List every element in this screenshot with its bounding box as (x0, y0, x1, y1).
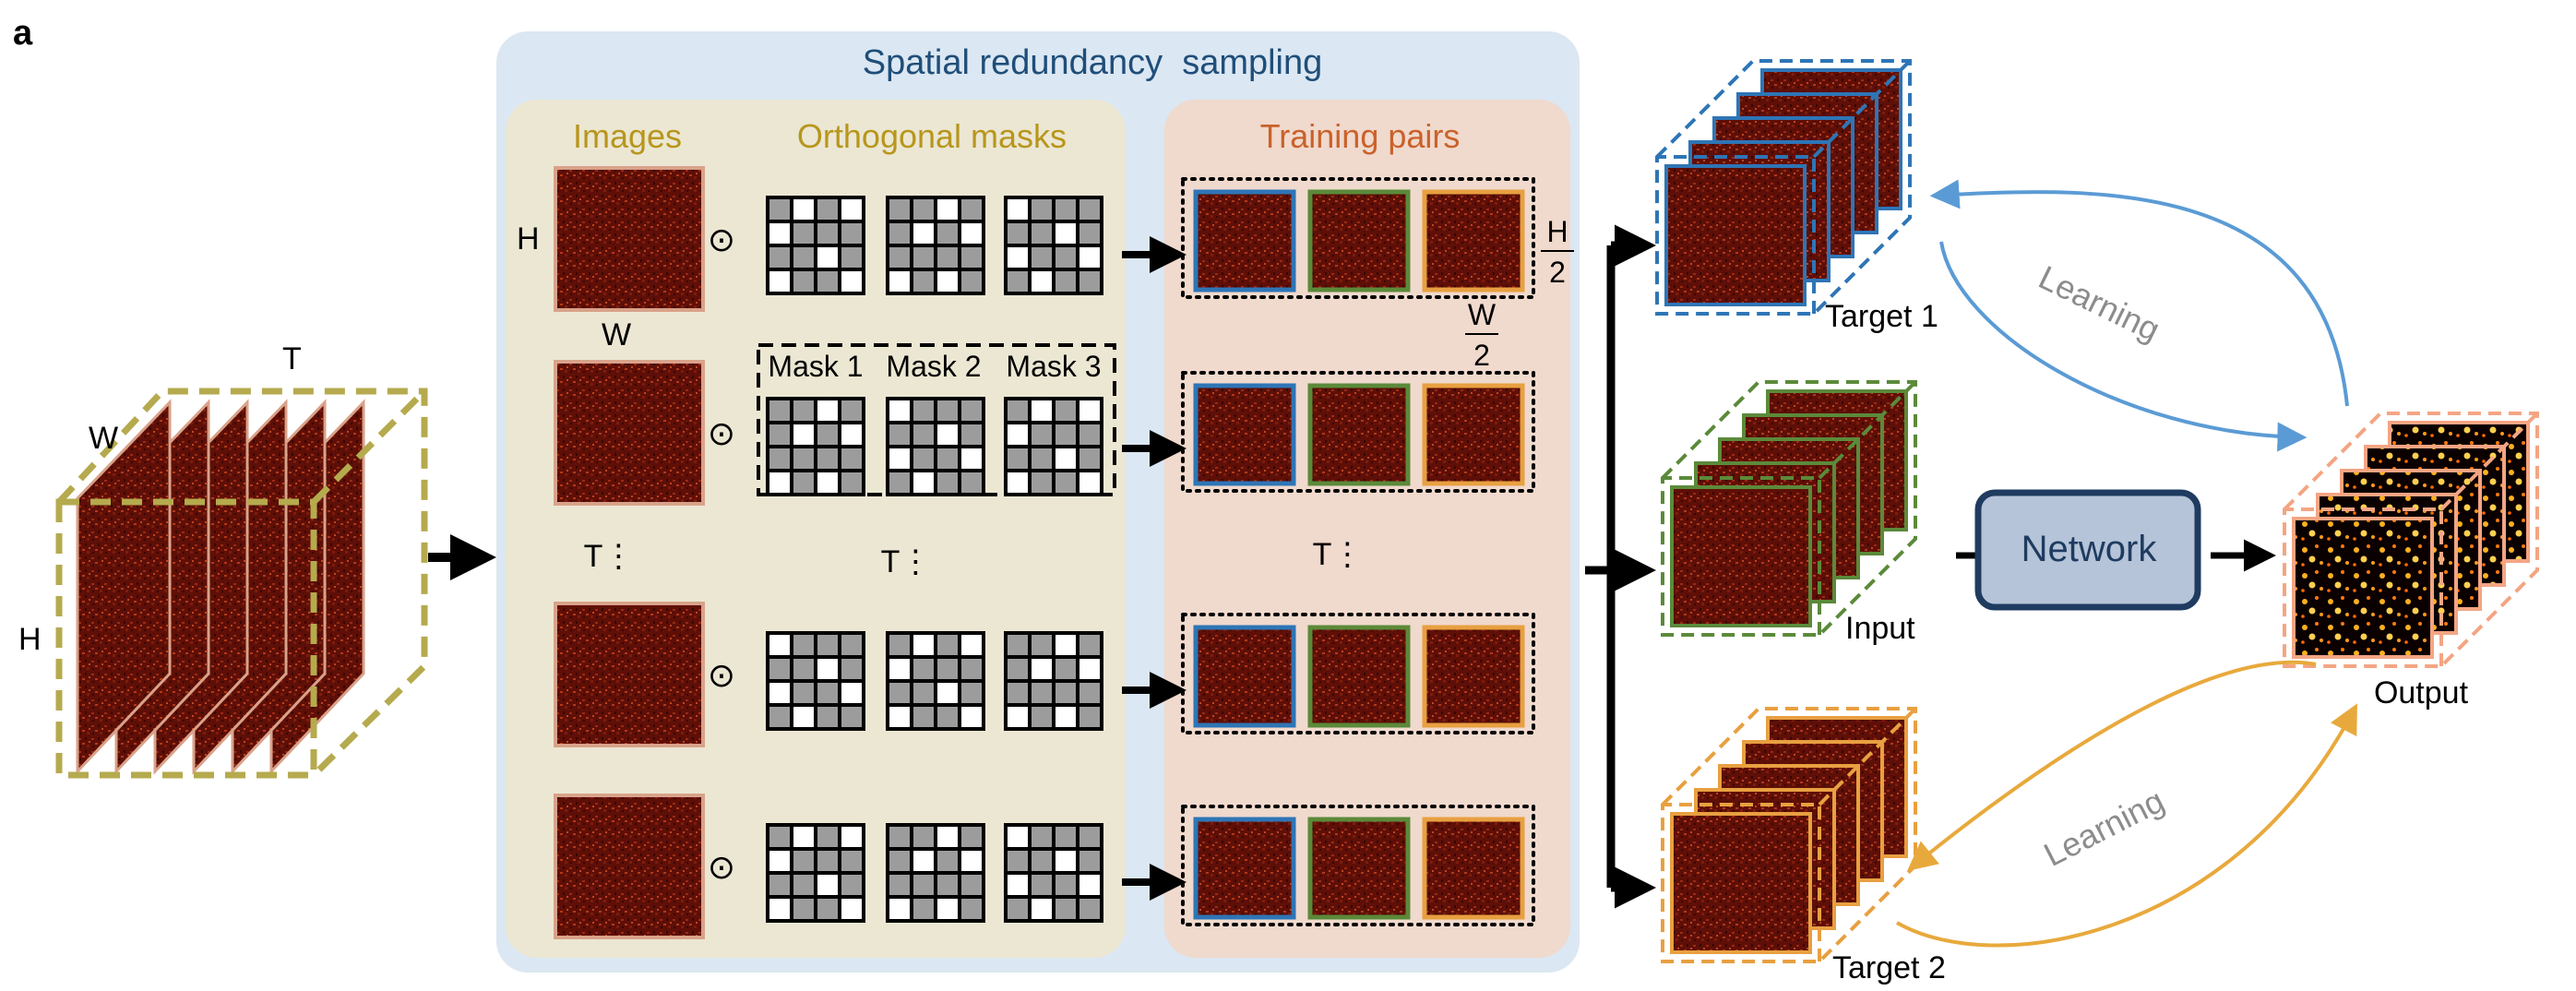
sampling-row: ⊙ (554, 360, 1535, 506)
image-frame (554, 166, 705, 312)
sampling-row: ⊙ (554, 166, 1535, 312)
learning-arc-to-target-1 (1929, 179, 2349, 407)
stack-slice (2292, 517, 2434, 659)
half-w-denominator: 2 (1473, 339, 1490, 372)
input-slice (76, 399, 172, 775)
target-2-stack (1661, 707, 1917, 963)
sub-image (1307, 625, 1411, 728)
panel-label: a (13, 14, 33, 53)
pairs-ellipsis: T⋮ (1313, 537, 1364, 572)
half-w-numerator: W (1468, 298, 1497, 331)
sub-image (1193, 189, 1296, 293)
target-1-stack (1655, 59, 1912, 316)
input-stack: W T H (18, 341, 428, 779)
sub-image (1307, 189, 1411, 293)
input-stack-slices (76, 399, 365, 775)
mask-grid (766, 397, 865, 496)
sub-image (1422, 189, 1525, 293)
training-pairs-panel (1164, 100, 1570, 958)
sampling-row: ⊙ (554, 794, 1535, 939)
image-frame (554, 360, 705, 506)
input-label: Input (1845, 611, 1915, 646)
sub-image (1193, 625, 1296, 728)
mask-grid (886, 823, 985, 923)
target-1-label: Target 1 (1825, 299, 1938, 334)
mask-grid (1004, 823, 1103, 923)
stack-slice (1670, 485, 1812, 627)
half-height-label: H 2 (1541, 215, 1574, 289)
mask-grid (766, 823, 865, 923)
pair-box (1181, 613, 1535, 734)
masks-header: Orthogonal masks (797, 117, 1067, 155)
stack-h-label: H (18, 622, 42, 657)
mask-3-label: Mask 3 (1006, 350, 1101, 383)
stack-slice (1664, 164, 1807, 306)
mask-grid (766, 196, 865, 295)
hadamard-operator: ⊙ (708, 848, 735, 886)
sampling-rows: ⊙ ⊙ ⊙ ⊙ (554, 166, 1535, 939)
stack-slice (1670, 812, 1812, 954)
network-label: Network (2021, 529, 2158, 569)
mask-grid (886, 397, 985, 496)
images-header: Images (573, 117, 682, 155)
network-box (1974, 489, 2201, 611)
input-stack-front-frame (55, 498, 317, 779)
half-h-numerator: H (1546, 215, 1568, 248)
learning-label-top: Learning (2033, 258, 2166, 349)
mask-grid (766, 631, 865, 731)
image-frame (554, 794, 705, 939)
pair-box (1181, 177, 1535, 299)
mask-2-label: Mask 2 (886, 350, 981, 383)
stack-frame (1655, 59, 1912, 316)
stack-w-label: W (89, 421, 118, 456)
sub-image (1307, 383, 1411, 486)
mask-grid (886, 196, 985, 295)
hadamard-operator: ⊙ (708, 414, 735, 452)
stack-frame (1661, 380, 1917, 637)
pair-box (1181, 805, 1535, 926)
sub-image (1422, 625, 1525, 728)
sub-image (1193, 817, 1296, 920)
row-h-label: H (517, 221, 540, 257)
learning-arc-to-output-top (1939, 241, 2308, 452)
target-2-label: Target 2 (1832, 950, 1946, 985)
sub-image (1422, 383, 1525, 486)
sub-image (1193, 383, 1296, 486)
hadamard-operator: ⊙ (708, 656, 735, 694)
half-width-label: W 2 (1465, 298, 1498, 372)
mask-grid (886, 631, 985, 731)
sampling-row: ⊙ (554, 602, 1535, 747)
learning-arc-to-target-2 (1907, 660, 2317, 872)
stack-t-label: T (282, 341, 302, 376)
pairs-header: Training pairs (1260, 117, 1461, 155)
mask-grid (1004, 196, 1103, 295)
sub-image (1422, 817, 1525, 920)
images-ellipsis: T⋮ (584, 539, 635, 574)
row-w-label: W (602, 317, 631, 352)
stack-frame (2283, 412, 2539, 668)
learning-label-bottom: Learning (2038, 782, 2170, 874)
mask-1-label: Mask 1 (768, 350, 863, 383)
input-stack-depth-frame (56, 388, 428, 778)
pair-box (1181, 371, 1535, 493)
output-label: Output (2374, 675, 2469, 710)
hadamard-operator: ⊙ (708, 221, 735, 258)
sampling-title: Spatial redundancy sampling (863, 43, 1323, 82)
half-h-denominator: 2 (1549, 256, 1566, 289)
learning-arc-to-output-bottom (1896, 703, 2357, 948)
sub-image (1307, 817, 1411, 920)
output-stack (2283, 412, 2539, 668)
mask-group-box (757, 343, 1116, 496)
input-stack-right (1661, 380, 1917, 637)
masks-ellipsis: T⋮ (881, 544, 932, 579)
image-frame (554, 602, 705, 747)
mask-grid (1004, 397, 1103, 496)
pairs-to-stacks-bracket (1585, 224, 1656, 909)
mask-grid (1004, 631, 1103, 731)
